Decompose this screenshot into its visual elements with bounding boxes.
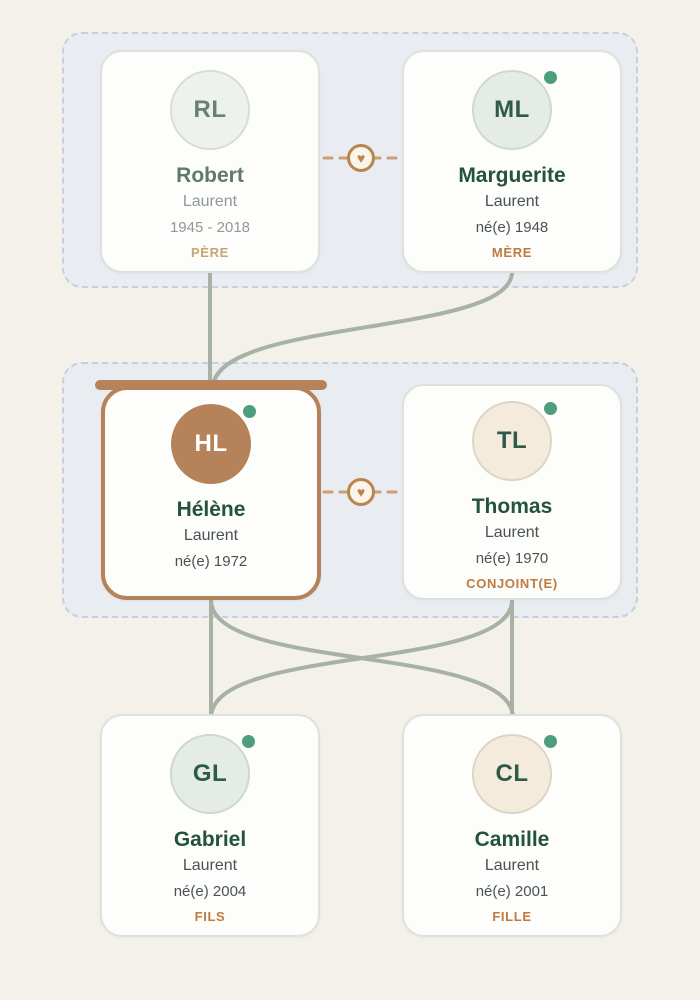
- last-name: Laurent: [484, 857, 540, 874]
- avatar-initials: HL: [171, 404, 251, 484]
- heart-badge: ♥: [347, 144, 375, 172]
- online-status-dot: [544, 735, 557, 748]
- last-name: Laurent: [484, 193, 540, 210]
- heart-icon: ♥: [356, 484, 366, 500]
- avatar-initials: CL: [472, 734, 552, 814]
- heart-badge: ♥: [347, 478, 375, 506]
- role-label: MÈRE: [491, 245, 533, 260]
- first-name: Gabriel: [173, 828, 247, 851]
- avatar-marguerite: ML: [472, 70, 557, 150]
- avatar-thomas: TL: [472, 401, 557, 481]
- last-name: Laurent: [182, 193, 238, 210]
- online-status-dot: [544, 71, 557, 84]
- life-dates: 1945 - 2018: [169, 219, 251, 236]
- life-dates: né(e) 1972: [174, 553, 248, 570]
- online-status-dot: [544, 402, 557, 415]
- avatar-robert: RL: [170, 70, 250, 150]
- avatar-initials: TL: [472, 401, 552, 481]
- avatar-gabriel: GL: [170, 734, 255, 814]
- person-card-robert[interactable]: RL Robert Laurent 1945 - 2018 PÈRE: [100, 50, 320, 273]
- avatar-initials: GL: [170, 734, 250, 814]
- online-status-dot: [243, 405, 256, 418]
- online-status-dot: [242, 735, 255, 748]
- person-card-camille[interactable]: CL Camille Laurent né(e) 2001 FILLE: [402, 714, 622, 937]
- first-name: Camille: [474, 828, 550, 851]
- life-dates: né(e) 1948: [475, 219, 549, 236]
- avatar-camille: CL: [472, 734, 557, 814]
- avatar-helene: HL: [171, 404, 256, 484]
- role-label: FILS: [194, 909, 226, 924]
- person-card-helene[interactable]: HL Hélène Laurent né(e) 1972: [95, 380, 327, 600]
- first-name: Marguerite: [458, 164, 566, 187]
- life-dates: né(e) 2004: [173, 883, 247, 900]
- life-dates: né(e) 2001: [475, 883, 549, 900]
- person-card-thomas[interactable]: TL Thomas Laurent né(e) 1970 CONJOINT(E): [402, 384, 622, 600]
- couple-connector-current: ♥: [320, 478, 402, 506]
- first-name: Thomas: [471, 495, 553, 518]
- person-card-marguerite[interactable]: ML Marguerite Laurent né(e) 1948 MÈRE: [402, 50, 622, 273]
- role-label: PÈRE: [190, 245, 229, 260]
- first-name: Robert: [176, 164, 244, 187]
- avatar-initials: RL: [170, 70, 250, 150]
- role-label: FILLE: [492, 909, 532, 924]
- first-name: Hélène: [176, 498, 246, 521]
- life-dates: né(e) 1970: [475, 550, 549, 567]
- role-label: CONJOINT(E): [466, 576, 558, 591]
- last-name: Laurent: [182, 857, 238, 874]
- person-card-gabriel[interactable]: GL Gabriel Laurent né(e) 2004 FILS: [100, 714, 320, 937]
- couple-connector-parents: ♥: [320, 144, 402, 172]
- last-name: Laurent: [183, 527, 239, 544]
- last-name: Laurent: [484, 524, 540, 541]
- avatar-initials: ML: [472, 70, 552, 150]
- heart-icon: ♥: [356, 150, 366, 166]
